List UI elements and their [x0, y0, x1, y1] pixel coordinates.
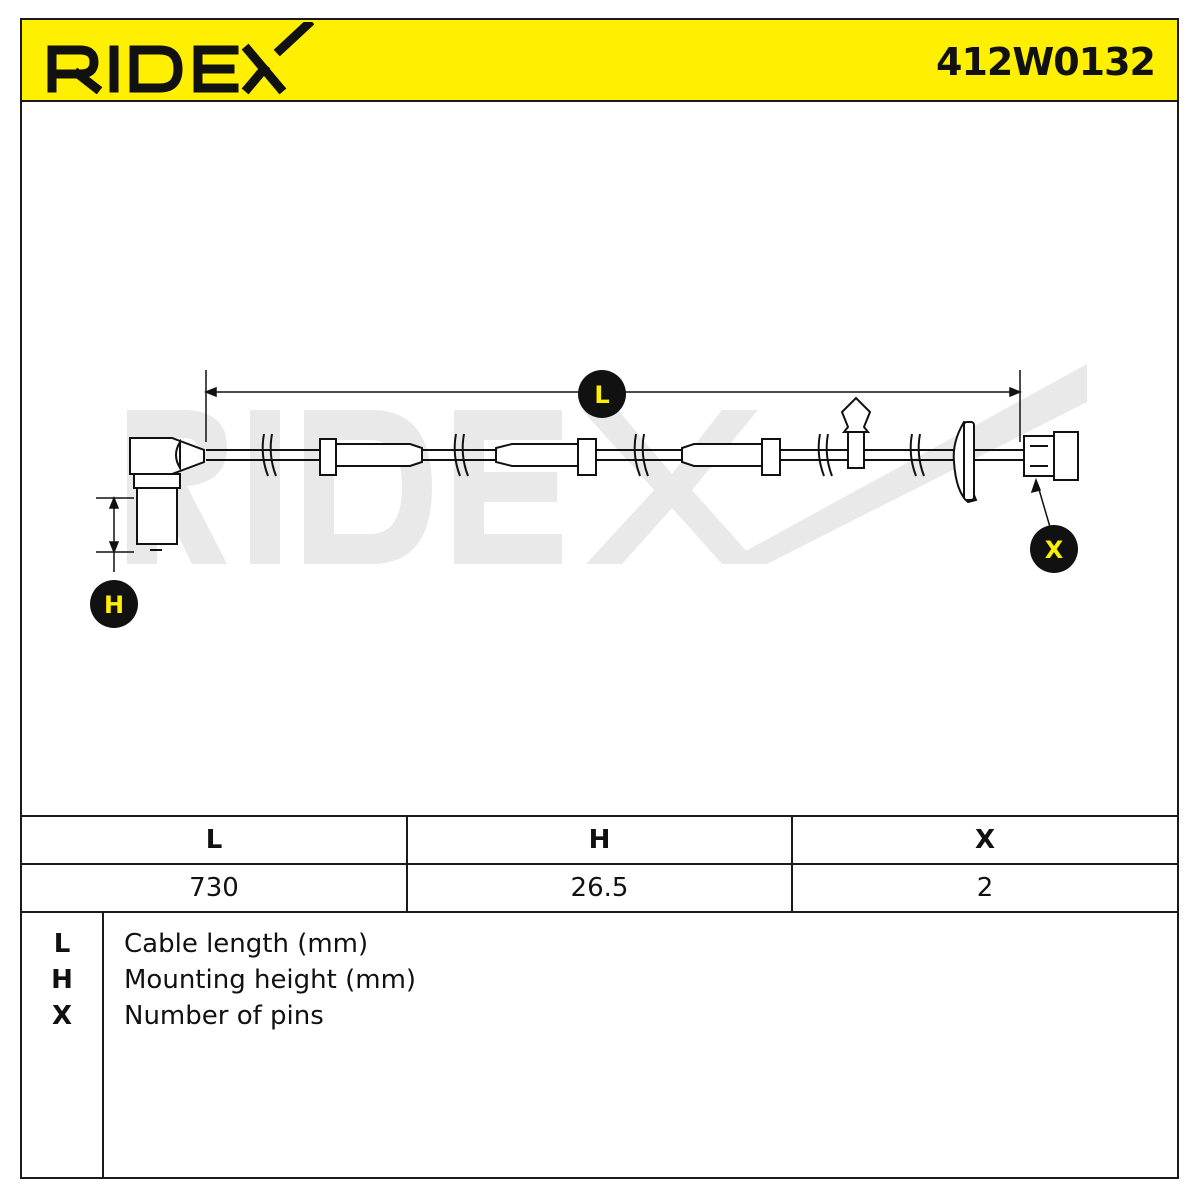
- spec-value-row: 730 26.5 2: [22, 863, 1177, 913]
- spec-table: L H X 730 26.5 2: [22, 815, 1177, 913]
- legend: L Cable length (mm) H Mounting height (m…: [22, 911, 1177, 1179]
- datasheet-frame: 412W0132 L: [20, 17, 1179, 1179]
- spec-header-l: L: [22, 815, 408, 865]
- legend-row-x: X Number of pins: [22, 1001, 1177, 1037]
- spec-header-row: L H X: [22, 815, 1177, 865]
- legend-key: H: [51, 965, 73, 995]
- spec-value-x: 2: [791, 863, 1177, 913]
- spec-header-x: X: [791, 815, 1177, 865]
- marker-x: [1030, 525, 1078, 573]
- legend-divider: [102, 911, 104, 1179]
- sensor-head: [129, 437, 205, 551]
- marker-x-label: X: [1045, 536, 1064, 564]
- marker-l-label: L: [594, 381, 609, 409]
- height-dimension: [96, 495, 134, 572]
- sensor-drawing-svg: L: [90, 364, 1087, 628]
- legend-row-h: H Mounting height (mm): [22, 965, 1177, 1001]
- spec-header-h: H: [406, 815, 793, 865]
- marker-l: [578, 370, 626, 418]
- legend-text: Number of pins: [124, 1001, 324, 1031]
- legend-row-l: L Cable length (mm): [22, 929, 1177, 965]
- spec-value-h: 26.5: [406, 863, 793, 913]
- ridex-logo: [44, 17, 315, 104]
- marker-h-label: H: [104, 591, 124, 619]
- legend-text: Cable length (mm): [124, 929, 369, 959]
- legend-key: X: [51, 1001, 73, 1031]
- legend-key: L: [53, 929, 71, 959]
- cable: [206, 396, 1079, 504]
- header-bar: 412W0132: [22, 17, 1177, 104]
- pins-pointer: [1030, 477, 1051, 528]
- spec-value-l: 730: [22, 863, 408, 913]
- marker-h: [90, 580, 138, 628]
- legend-text: Mounting height (mm): [124, 965, 417, 995]
- part-number: 412W0132: [936, 40, 1156, 84]
- technical-drawing: L: [22, 102, 1177, 815]
